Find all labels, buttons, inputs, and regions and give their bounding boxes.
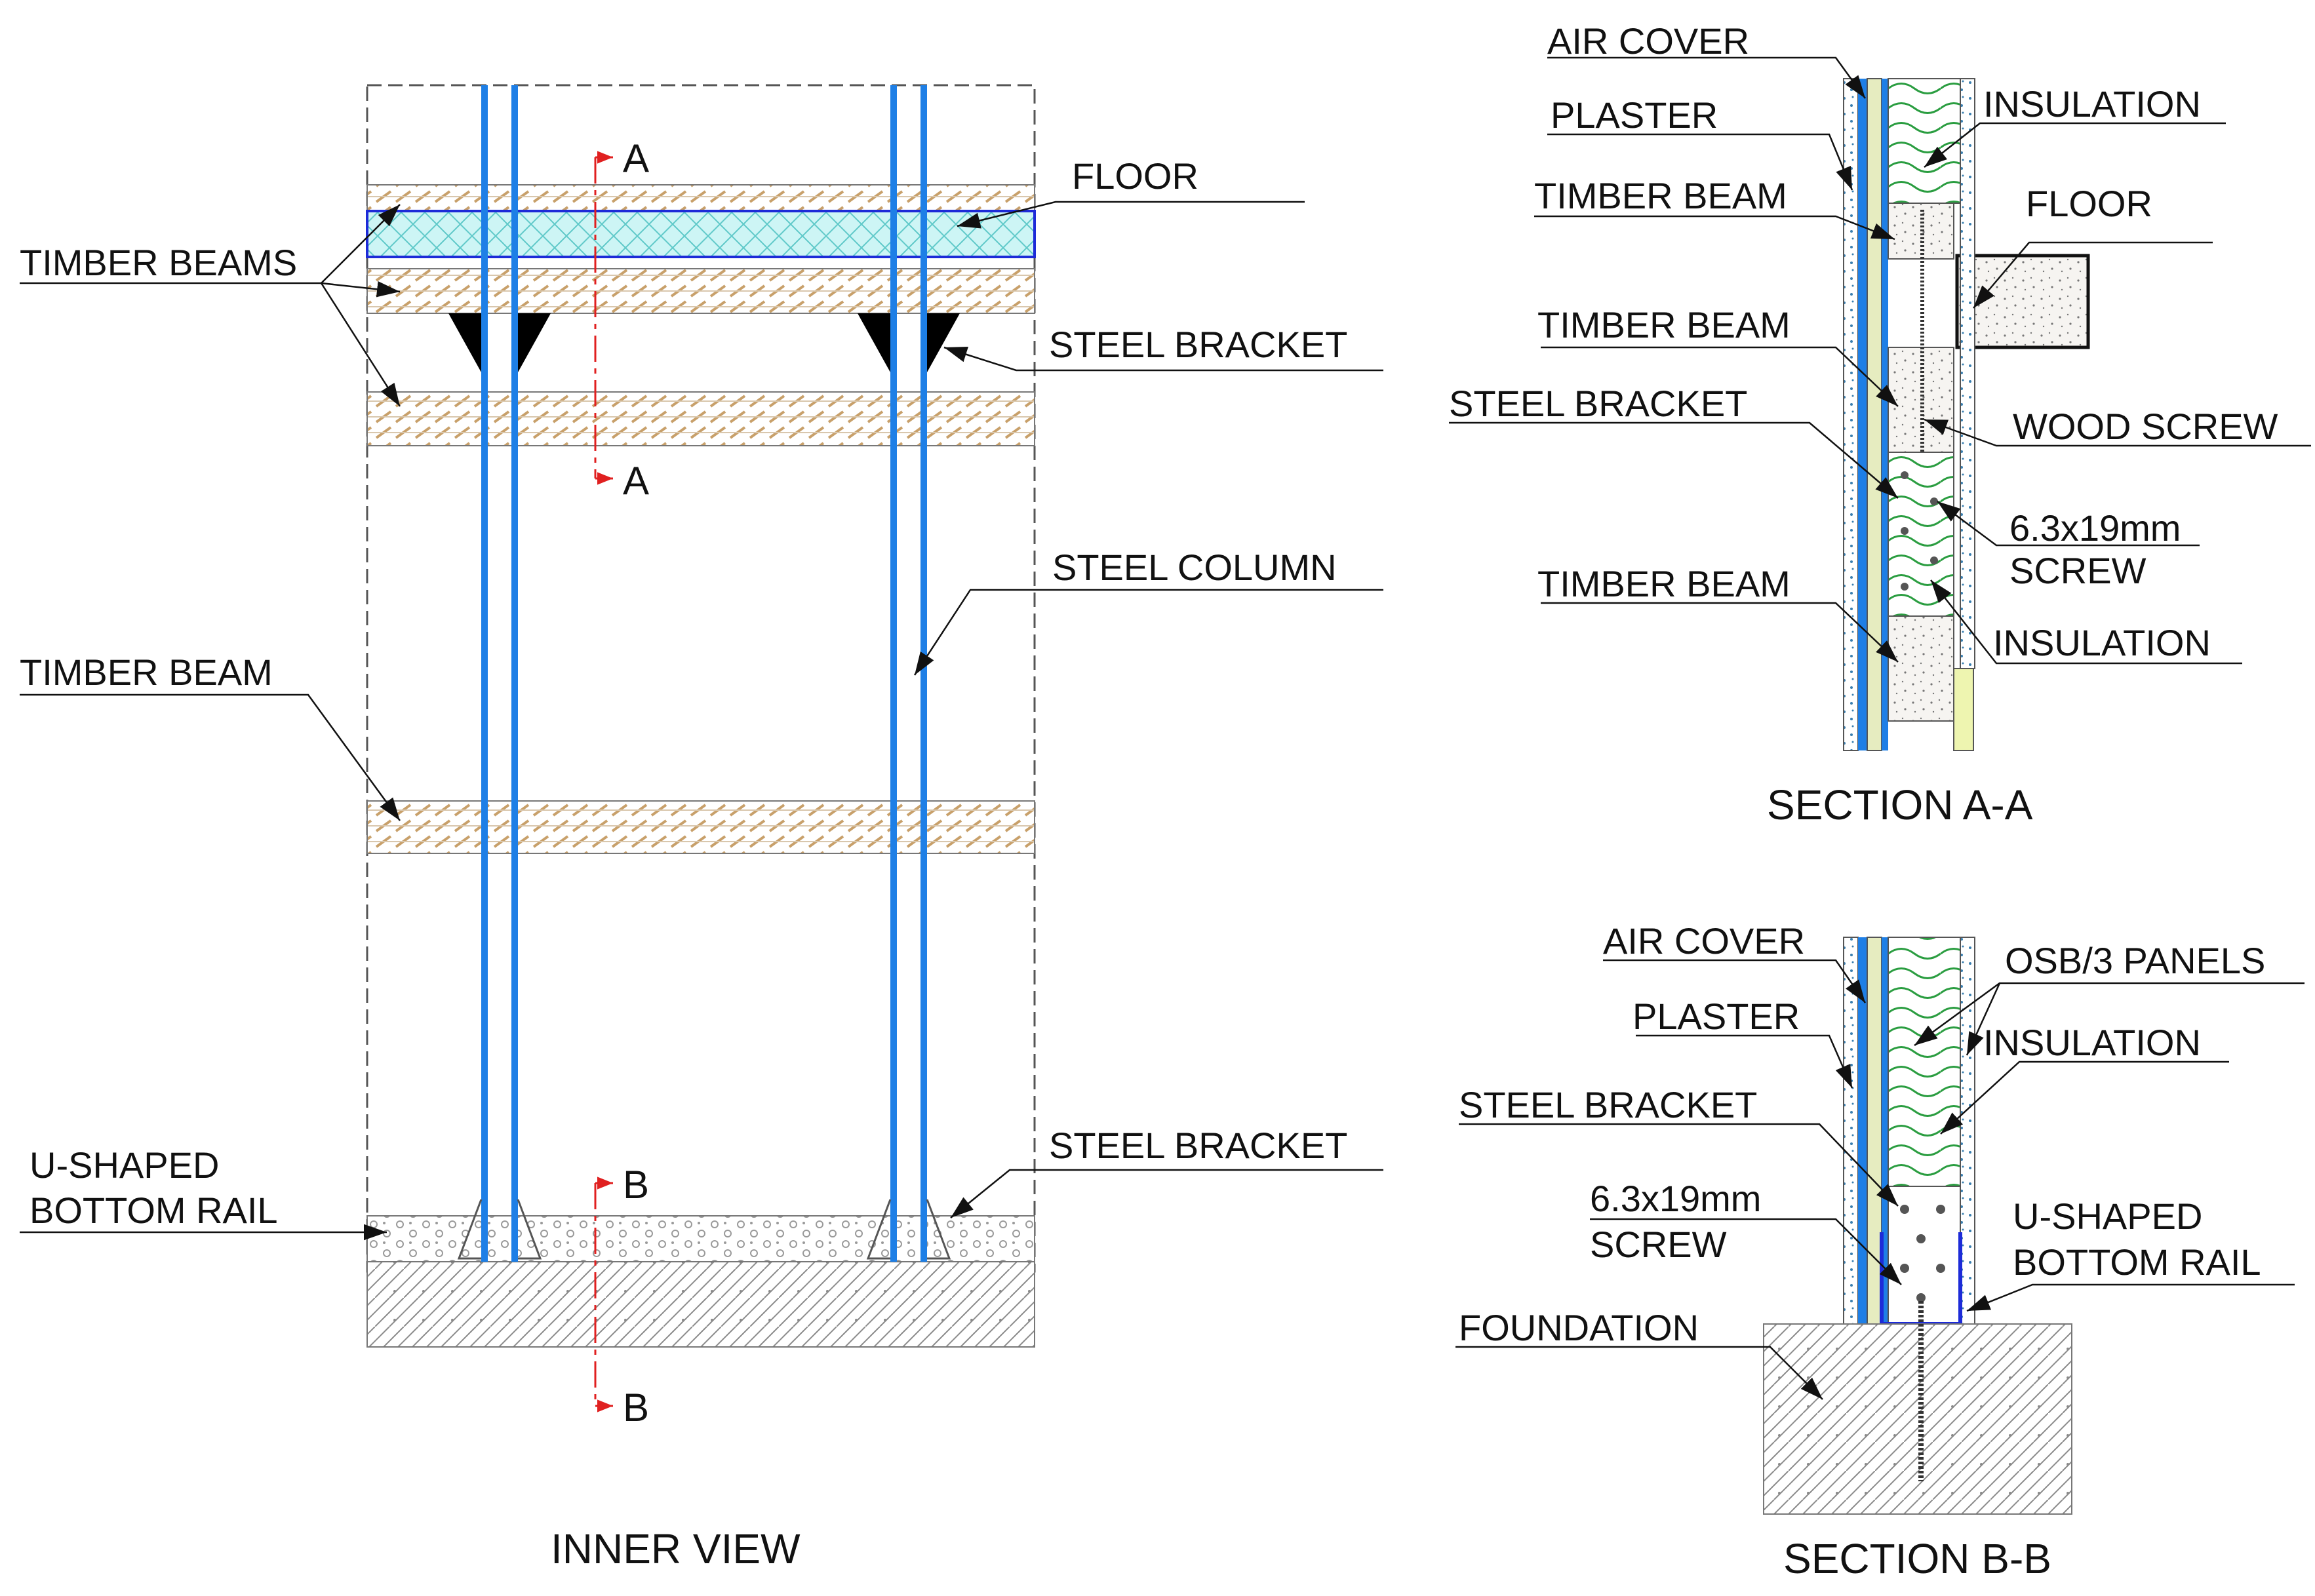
- label-u-shaped-1: U-SHAPED: [30, 1144, 219, 1186]
- section-a-label-timber-beam-3: TIMBER BEAM: [1537, 563, 1791, 604]
- section-mark-b-bottom: B: [623, 1386, 649, 1430]
- section-mark-a-top: A: [623, 136, 649, 180]
- section-mark-a: A A: [594, 136, 649, 503]
- section-mark-a-bottom: A: [623, 459, 649, 503]
- section-b-osb-inner: [1867, 937, 1882, 1325]
- steel-columns: [481, 85, 927, 1262]
- label-u-shaped-2: BOTTOM RAIL: [30, 1190, 278, 1231]
- section-b-outer-osb: [1960, 937, 1975, 1325]
- section-b-label-u-shaped-1: U-SHAPED: [2013, 1196, 2202, 1237]
- section-a-label-screw-2: SCREW: [2009, 550, 2147, 591]
- steel-bracket-top-2: [518, 313, 551, 372]
- label-steel-bracket-top: STEEL BRACKET: [1049, 324, 1347, 365]
- label-steel-column: STEEL COLUMN: [1052, 547, 1337, 588]
- section-a-label-wood-screw: WOOD SCREW: [2013, 406, 2278, 447]
- section-a-insulation-top: [1888, 78, 1961, 204]
- section-b-steel: [1882, 937, 1888, 1324]
- section-a-title: SECTION A-A: [1767, 781, 2033, 828]
- section-b-label-screw-2: SCREW: [1590, 1224, 1727, 1265]
- inner-view-title: INNER VIEW: [551, 1525, 801, 1572]
- section-a-label-timber-beam-2: TIMBER BEAM: [1537, 304, 1791, 345]
- floor-slab: [366, 210, 1036, 258]
- inner-view: A A B B FLOOR TIMBER BEAMS STEEL BRACKET: [20, 84, 1383, 1572]
- timber-beam-low: [366, 800, 1035, 854]
- section-b-air-cover: [1858, 937, 1867, 1324]
- label-timber-beam: TIMBER BEAM: [20, 652, 273, 693]
- inner-view-frame: [366, 84, 1036, 1273]
- steel-bracket-bottom-1: [457, 1199, 483, 1260]
- section-a-label-air-cover: AIR COVER: [1547, 20, 1749, 62]
- section-a-steel: [1882, 79, 1888, 750]
- label-steel-bracket-bottom: STEEL BRACKET: [1049, 1125, 1347, 1166]
- section-a-air-cover: [1858, 79, 1867, 750]
- section-b-plaster: [1843, 937, 1859, 1325]
- steel-bracket-bottom-3: [866, 1199, 892, 1260]
- section-b: AIR COVER PLASTER STEEL BRACKET 6.3x19mm…: [1455, 920, 2305, 1582]
- section-mark-b-top: B: [623, 1163, 649, 1207]
- steel-column-left-a: [481, 85, 488, 1262]
- section-a-osb-inner: [1867, 78, 1882, 751]
- section-a-label-steel-bracket: STEEL BRACKET: [1449, 383, 1747, 424]
- steel-bracket-top-3: [858, 313, 890, 372]
- section-a-plaster: [1843, 78, 1859, 751]
- section-a-label-floor: FLOOR: [2026, 183, 2152, 224]
- section-b-label-foundation: FOUNDATION: [1459, 1307, 1699, 1348]
- label-floor: FLOOR: [1072, 155, 1198, 197]
- section-a-outer-cover: [1960, 78, 1975, 669]
- section-a-label-insulation-bottom: INSULATION: [1993, 622, 2211, 663]
- section-a-label-insulation-top: INSULATION: [1983, 83, 2201, 125]
- section-b-label-steel-bracket: STEEL BRACKET: [1459, 1084, 1757, 1125]
- section-b-label-insulation: INSULATION: [1983, 1022, 2201, 1063]
- timber-beam-top-2: [366, 268, 1035, 314]
- section-a-label-screw-1: 6.3x19mm: [2009, 507, 2181, 549]
- section-b-title: SECTION B-B: [1783, 1535, 2051, 1582]
- section-b-foundation: [1763, 1323, 2072, 1515]
- label-timber-beams: TIMBER BEAMS: [20, 242, 297, 283]
- section-b-screws: [1900, 1205, 1945, 1302]
- timber-beam-mid: [366, 391, 1035, 446]
- steel-column-right-a: [890, 85, 897, 1262]
- steel-brackets-bottom: [457, 1199, 951, 1260]
- section-a-screws: [1901, 471, 1938, 591]
- steel-bracket-bottom-4: [926, 1199, 951, 1260]
- section-b-insulation: [1888, 937, 1961, 1187]
- steel-column-right-b: [920, 85, 927, 1262]
- steel-bracket-top-4: [927, 313, 960, 372]
- section-mark-b: B B: [594, 1163, 649, 1430]
- section-a-timber-beam-3: [1888, 615, 1954, 722]
- steel-column-left-b: [511, 85, 518, 1262]
- steel-bracket-top-1: [448, 313, 481, 372]
- section-b-label-screw-1: 6.3x19mm: [1590, 1178, 1761, 1219]
- section-b-leaders: [1455, 959, 2305, 1400]
- section-b-label-osb-panels: OSB/3 PANELS: [2005, 940, 2265, 981]
- section-b-label-u-shaped-2: BOTTOM RAIL: [2013, 1241, 2261, 1283]
- section-a: AIR COVER PLASTER TIMBER BEAM TIMBER BEA…: [1449, 20, 2311, 828]
- steel-bracket-bottom-2: [517, 1199, 542, 1260]
- section-a-leaders: [1449, 56, 2311, 665]
- foundation-block: [366, 1261, 1035, 1348]
- section-b-steel-bracket: [1888, 1186, 1961, 1325]
- inner-view-leaders: [20, 201, 1383, 1241]
- section-b-label-air-cover: AIR COVER: [1603, 920, 1805, 962]
- timber-beam-top-1: [366, 184, 1035, 212]
- section-a-insulation-mid: [1888, 452, 1954, 617]
- section-a-label-timber-beam-1: TIMBER BEAM: [1534, 175, 1787, 216]
- section-b-label-plaster: PLASTER: [1632, 996, 1800, 1037]
- section-a-label-plaster: PLASTER: [1551, 94, 1718, 136]
- section-a-insulation-bottom: [1953, 668, 1974, 751]
- section-a-floor: [1955, 254, 2090, 349]
- steel-brackets-top: [448, 313, 960, 372]
